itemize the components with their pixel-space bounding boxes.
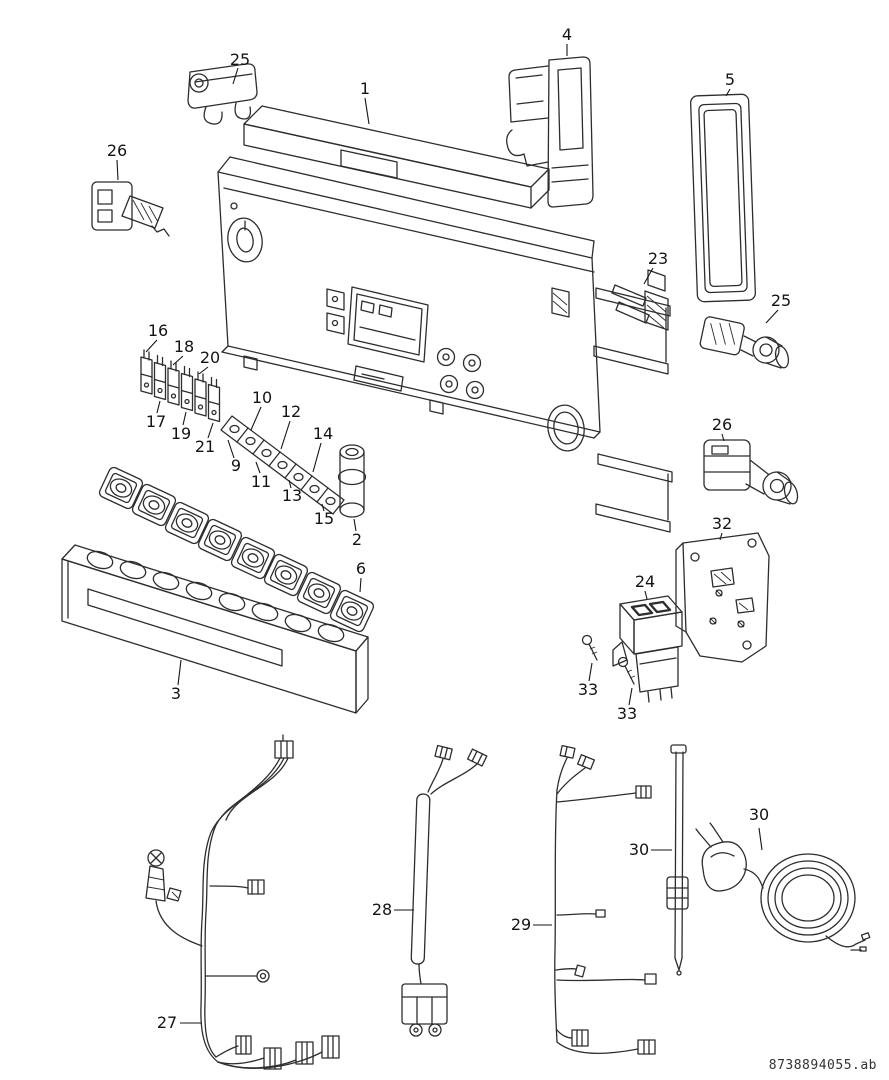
callout-label-13: 13 bbox=[282, 486, 302, 505]
callout-label-17: 17 bbox=[146, 412, 166, 431]
leader-line bbox=[353, 518, 357, 532]
callout-label-2: 2 bbox=[352, 530, 362, 549]
leader-line bbox=[628, 687, 633, 706]
callout-label-25-b: 25 bbox=[771, 291, 791, 310]
part-9-15-fuse-strip bbox=[220, 415, 345, 515]
part-25-top-clip bbox=[187, 63, 258, 125]
callout-label-19: 19 bbox=[171, 424, 191, 443]
callout-label-28: 28 bbox=[372, 900, 392, 919]
part-29-cable-harness bbox=[554, 745, 657, 1055]
leader-line bbox=[758, 827, 763, 851]
grommet-row bbox=[98, 466, 375, 633]
leader-lines bbox=[116, 44, 779, 1024]
reference-code: 8738894055.ab bbox=[769, 1058, 877, 1073]
callout-label-3: 3 bbox=[171, 684, 181, 703]
leader-line bbox=[172, 355, 184, 366]
leader-line bbox=[116, 159, 119, 181]
leader-line bbox=[321, 503, 325, 512]
callout-label-1: 1 bbox=[360, 79, 370, 98]
leader-line bbox=[719, 532, 723, 541]
callout-label-6: 6 bbox=[356, 559, 366, 578]
part-26-right-connector bbox=[703, 439, 799, 505]
part-23-clip bbox=[611, 269, 669, 331]
part-24-relay bbox=[612, 595, 683, 703]
part-33-screw-a bbox=[581, 634, 598, 661]
callout-label-24: 24 bbox=[635, 572, 655, 591]
callout-label-26-b: 26 bbox=[712, 415, 732, 434]
leader-line bbox=[156, 400, 161, 414]
callout-label-25-a: 25 bbox=[230, 50, 250, 69]
leader-line bbox=[644, 590, 648, 600]
leader-line bbox=[588, 662, 593, 682]
leader-line bbox=[721, 433, 725, 442]
callout-label-5: 5 bbox=[725, 70, 735, 89]
leader-line bbox=[232, 67, 239, 85]
callout-label-26-a: 26 bbox=[107, 141, 127, 160]
part-4-side-bracket bbox=[506, 56, 594, 208]
part-5-front-frame bbox=[690, 93, 756, 303]
callout-label-14: 14 bbox=[313, 424, 333, 443]
callout-label-4: 4 bbox=[562, 25, 572, 44]
part-26-left-connector bbox=[91, 181, 170, 237]
leader-line bbox=[359, 577, 362, 593]
part-16-21-terminal-blocks bbox=[140, 349, 221, 423]
leader-line bbox=[177, 659, 182, 686]
leader-line bbox=[725, 88, 731, 97]
part-2-plug bbox=[337, 444, 367, 518]
part-3-cable-tray bbox=[61, 544, 369, 714]
callout-label-9: 9 bbox=[231, 456, 241, 475]
callout-label-30-b: 30 bbox=[749, 805, 769, 824]
callout-label-20: 20 bbox=[200, 348, 220, 367]
part-30-sensor-probe bbox=[666, 744, 689, 976]
leader-line bbox=[280, 420, 291, 450]
callout-labels: 25 4 5 1 26 23 25 16 18 20 17 19 21 10 1… bbox=[107, 25, 791, 1032]
leader-line bbox=[288, 479, 292, 489]
callout-label-16: 16 bbox=[148, 321, 168, 340]
part-27-cable-harness bbox=[145, 734, 340, 1070]
leader-line bbox=[765, 309, 779, 324]
callout-label-18: 18 bbox=[174, 337, 194, 356]
callout-label-27: 27 bbox=[157, 1013, 177, 1032]
callout-label-33-b: 33 bbox=[617, 704, 637, 723]
leader-line bbox=[643, 267, 654, 285]
callout-label-29: 29 bbox=[511, 915, 531, 934]
part-32-mounting-plate bbox=[675, 532, 770, 663]
callout-label-10: 10 bbox=[252, 388, 272, 407]
part-6-grommet bbox=[329, 589, 375, 633]
leader-line bbox=[255, 461, 261, 474]
leader-line bbox=[182, 411, 187, 426]
leader-line bbox=[312, 442, 322, 473]
callout-label-12: 12 bbox=[281, 402, 301, 421]
callout-label-11: 11 bbox=[251, 472, 271, 491]
leader-line bbox=[198, 366, 209, 375]
leader-line bbox=[364, 97, 370, 125]
callout-label-30-a: 30 bbox=[629, 840, 649, 859]
part-25-right-bushing bbox=[699, 316, 790, 369]
part-33-screw-b bbox=[617, 656, 636, 685]
part-28-cable bbox=[401, 744, 488, 1037]
callout-label-15: 15 bbox=[314, 509, 334, 528]
part-30-power-cord bbox=[695, 822, 871, 952]
part-1-control-panel-assembly bbox=[217, 105, 673, 533]
leader-line bbox=[145, 339, 158, 353]
callout-label-23: 23 bbox=[648, 249, 668, 268]
leader-line bbox=[207, 422, 214, 439]
callout-label-33-a: 33 bbox=[578, 680, 598, 699]
leader-line bbox=[250, 406, 262, 431]
callout-label-32: 32 bbox=[712, 514, 732, 533]
leader-line bbox=[227, 439, 235, 459]
callout-label-21: 21 bbox=[195, 437, 215, 456]
